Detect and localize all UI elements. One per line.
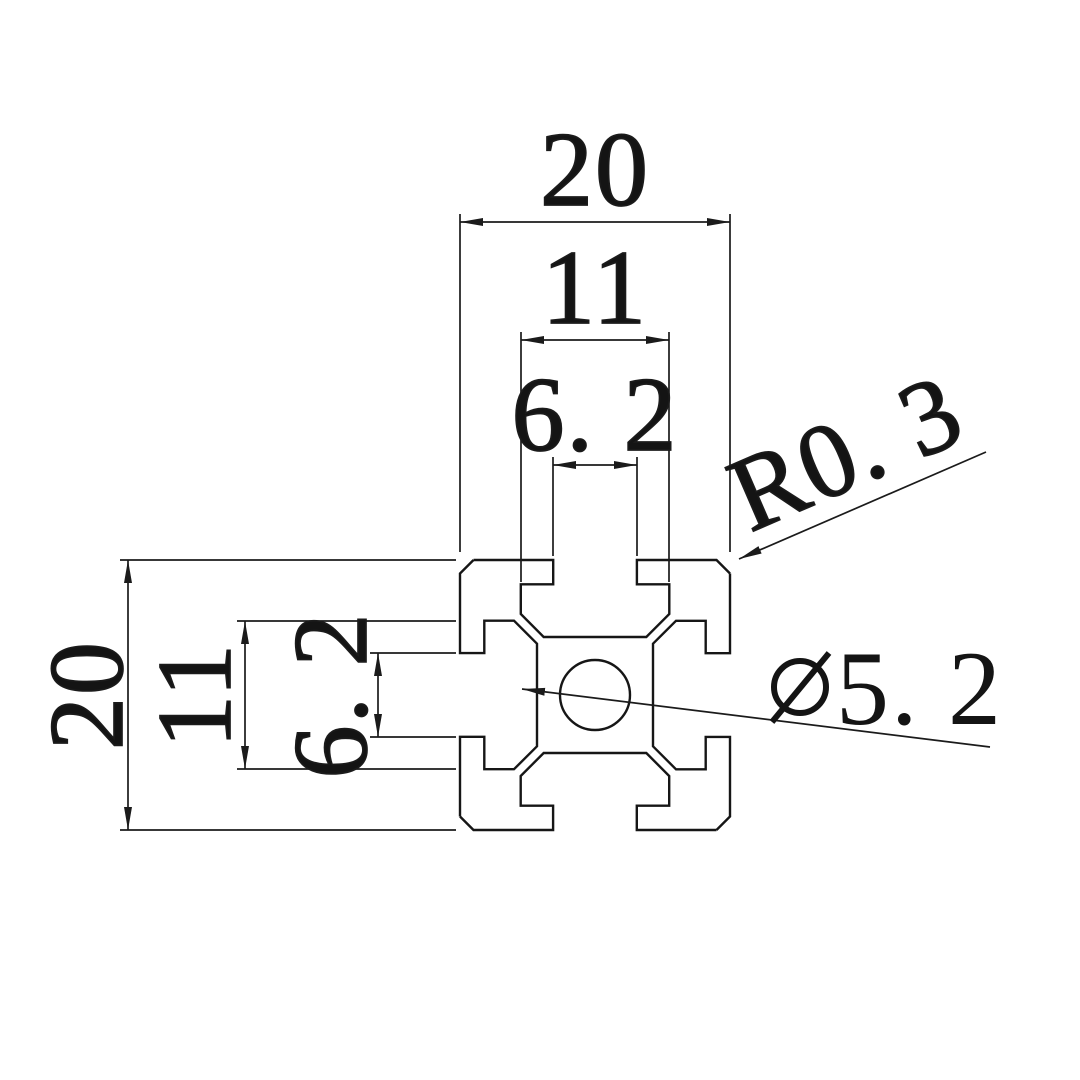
- dim-top-slot-opening: 6. 2: [511, 355, 679, 556]
- dim-label-left-overall-height: 20: [28, 640, 145, 750]
- dim-label-corner-radius: R0. 3: [713, 351, 979, 554]
- dim-top-overall-width: 20: [459, 110, 731, 552]
- dim-label-left-slot-opening: 6. 2: [272, 612, 389, 779]
- callout-corner-radius: R0. 3: [712, 350, 987, 560]
- dim-top-slot-width: 11: [520, 228, 670, 582]
- dim-left-slot-opening: 6. 2: [271, 611, 456, 779]
- diameter-icon: [769, 651, 832, 724]
- leader-line: [738, 451, 987, 560]
- dim-label-left-slot-width: 11: [136, 642, 253, 748]
- callout-bore-diameter: 5. 2: [521, 630, 1003, 748]
- dim-left-slot-width: 11: [135, 620, 456, 770]
- leader-line: [521, 687, 991, 748]
- dim-label-top-slot-width: 11: [542, 229, 648, 346]
- profile-outline: [458, 558, 732, 832]
- dim-label-top-overall-width: 20: [540, 111, 650, 228]
- profile-bottom-slot: [458, 751, 718, 832]
- profile-left-slot: [458, 558, 539, 818]
- dim-label-bore-diameter: 5. 2: [836, 630, 1003, 747]
- profile-right-slot: [651, 572, 732, 832]
- profile-top-slot: [472, 558, 732, 639]
- dim-left-overall-height: 20: [27, 559, 456, 831]
- center-bore-circle: [558, 658, 632, 732]
- dim-label-top-slot-opening: 6. 2: [512, 356, 679, 473]
